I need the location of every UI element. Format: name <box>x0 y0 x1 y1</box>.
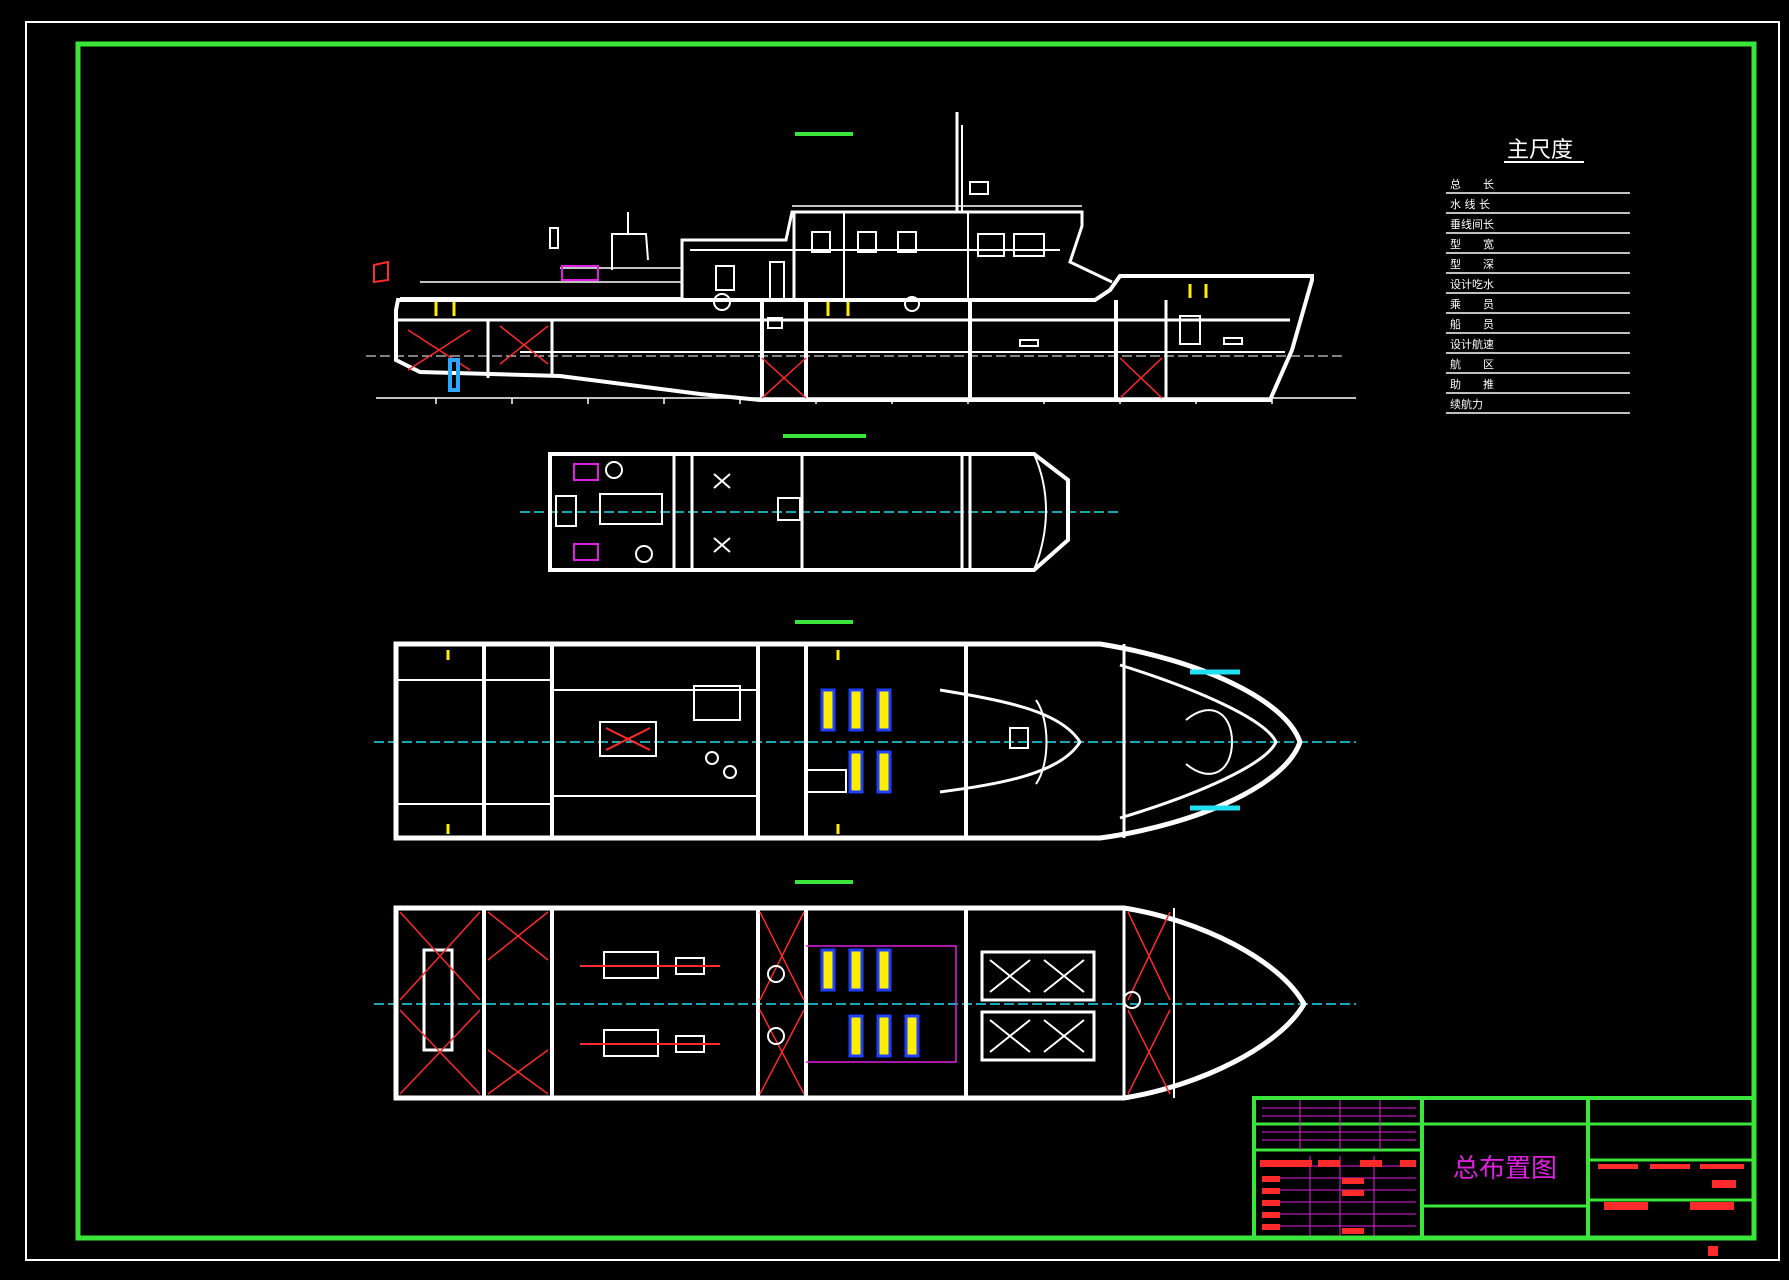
particulars-row-label: 设计航速 <box>1450 337 1494 351</box>
particulars-row-label: 型 宽 <box>1450 237 1494 251</box>
drawing-main-title: 总布置图 <box>1453 1154 1557 1184</box>
hold-plan <box>374 905 1356 1101</box>
particulars-row-label: 乘 员 <box>1450 298 1494 311</box>
seat-icon <box>820 688 892 794</box>
profile-view <box>366 112 1356 404</box>
particulars-row-label: 垂线间长 <box>1450 217 1494 231</box>
particulars-row-label: 船 员 <box>1450 317 1494 331</box>
particulars-row-label: 续航力 <box>1450 397 1483 411</box>
stair-icon <box>555 495 577 527</box>
particulars-row-label: 航 区 <box>1450 357 1494 371</box>
particulars-row-label: 水 线 长 <box>1450 197 1490 211</box>
particulars-row-label: 助 推 <box>1450 377 1494 391</box>
main-deck-plan <box>374 641 1356 841</box>
particulars-title: 主尺度 <box>1507 138 1573 163</box>
sheet-outer-border <box>25 21 1780 1261</box>
sheet-inner-frame <box>75 41 1757 1241</box>
flag-icon <box>373 260 389 284</box>
particulars-row-label: 设计吃水 <box>1450 278 1494 291</box>
particulars-row-label: 型 深 <box>1450 257 1494 271</box>
title-block: 总布置图 <box>1252 1096 1756 1256</box>
particulars-row-label: 总 长 <box>1450 177 1494 191</box>
life-raft-icon <box>561 265 599 281</box>
upper-deck-plan <box>520 452 1118 572</box>
